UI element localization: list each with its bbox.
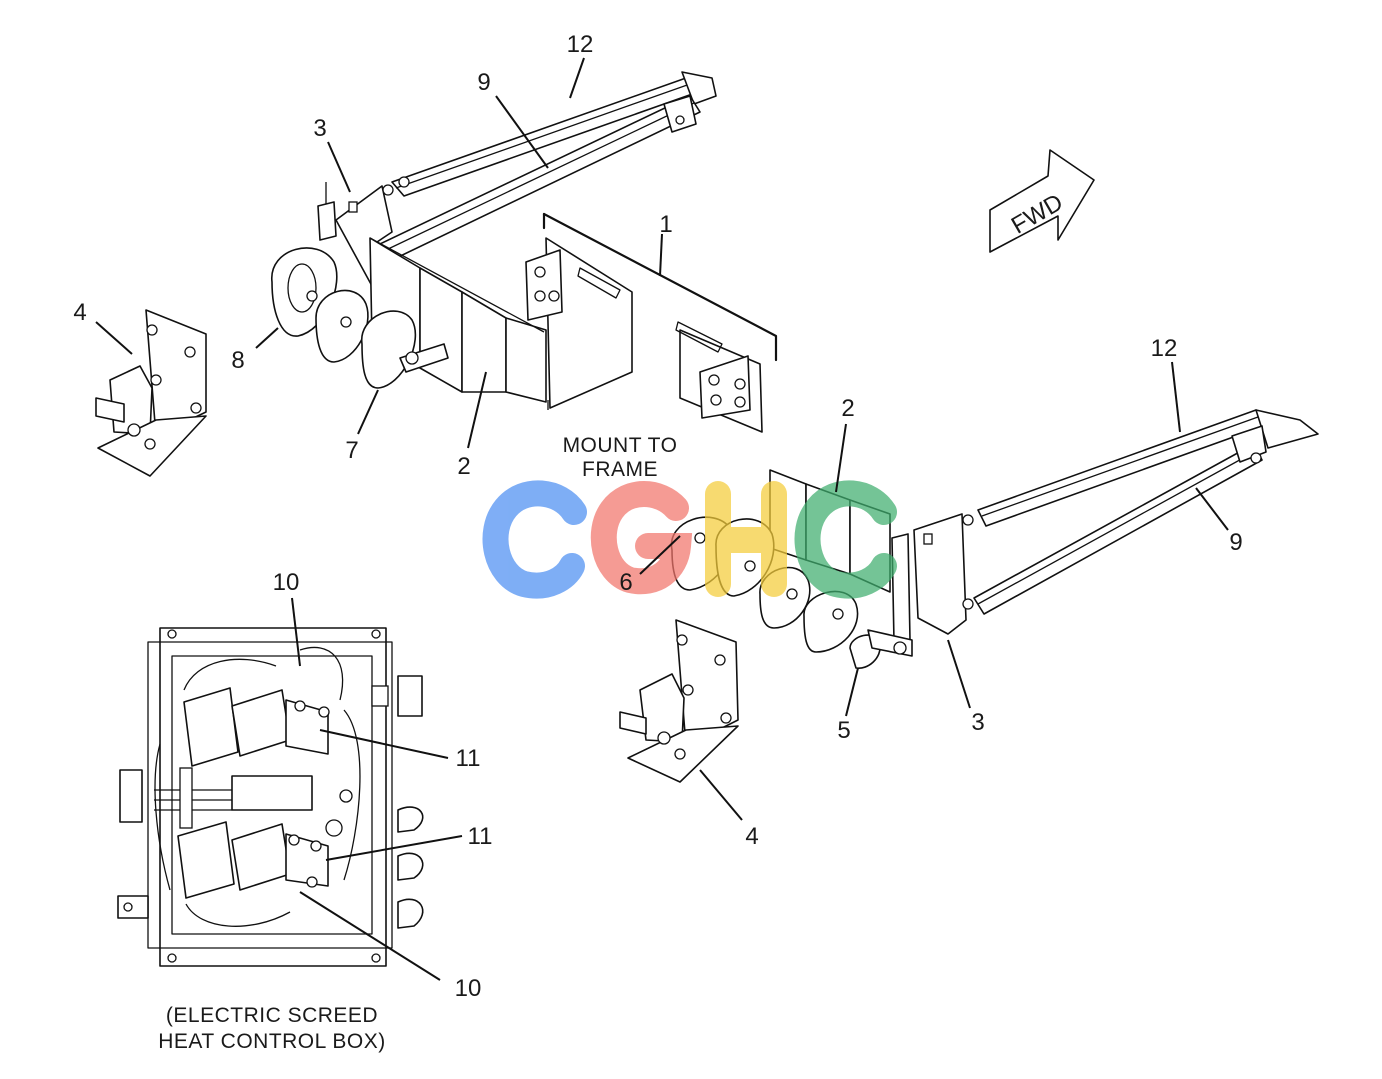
right-corner-bracket bbox=[619, 619, 739, 783]
callout-1: 1 bbox=[659, 211, 672, 238]
callout-4: 4 bbox=[745, 823, 758, 850]
watermark-logo bbox=[482, 480, 897, 599]
mount-note-line1: MOUNT TO bbox=[563, 434, 678, 457]
left-support-tube-12 bbox=[391, 71, 717, 197]
leader-lines bbox=[95, 57, 1229, 981]
callout-4: 4 bbox=[73, 299, 86, 326]
notes: MOUNT TO FRAME (ELECTRIC SCREED HEAT CON… bbox=[158, 434, 677, 1053]
callout-11: 11 bbox=[456, 745, 481, 772]
box-caption-line2: HEAT CONTROL BOX) bbox=[158, 1030, 385, 1053]
left-corner-bracket bbox=[95, 309, 207, 477]
fwd-direction-arrow: FWD bbox=[989, 149, 1095, 253]
callout-numbers: 12 9 3 1 4 8 7 2 12 2 9 6 10 11 11 5 3 4… bbox=[73, 31, 1242, 1002]
right-support-tube-12 bbox=[977, 409, 1319, 527]
left-mount-bracket bbox=[525, 237, 633, 410]
heat-control-box bbox=[117, 627, 424, 967]
callout-12: 12 bbox=[1151, 335, 1178, 362]
callout-2: 2 bbox=[457, 453, 470, 480]
left-hanger-bracket bbox=[317, 176, 410, 287]
right-hanger-bracket bbox=[891, 513, 974, 643]
mount-to-frame-plates bbox=[525, 212, 778, 433]
right-auger-assembly bbox=[670, 409, 1319, 669]
callout-10: 10 bbox=[273, 569, 300, 596]
callout-3: 3 bbox=[313, 115, 326, 142]
callout-9: 9 bbox=[477, 69, 490, 96]
callout-11: 11 bbox=[468, 823, 493, 850]
callout-9: 9 bbox=[1229, 529, 1242, 556]
callout-5: 5 bbox=[837, 717, 850, 744]
callout-2: 2 bbox=[841, 395, 854, 422]
watermark-letter-c2 bbox=[794, 480, 897, 599]
callout-3: 3 bbox=[971, 709, 984, 736]
left-support-tube-9 bbox=[379, 95, 701, 261]
watermark-letter-g bbox=[590, 481, 693, 595]
right-mount-bracket bbox=[675, 321, 763, 433]
callout-8: 8 bbox=[231, 347, 244, 374]
mount-note-line2: FRAME bbox=[582, 458, 658, 481]
callout-12: 12 bbox=[567, 31, 594, 58]
callout-10: 10 bbox=[455, 975, 482, 1002]
box-caption-line1: (ELECTRIC SCREED bbox=[166, 1004, 378, 1027]
callout-6: 6 bbox=[619, 569, 632, 596]
watermark-letter-c1 bbox=[482, 480, 587, 599]
callout-7: 7 bbox=[345, 437, 358, 464]
left-auger-assembly bbox=[271, 71, 717, 403]
right-support-tube-9 bbox=[973, 425, 1267, 615]
left-auger-flights bbox=[271, 247, 449, 389]
watermark-letter-h bbox=[705, 481, 787, 597]
